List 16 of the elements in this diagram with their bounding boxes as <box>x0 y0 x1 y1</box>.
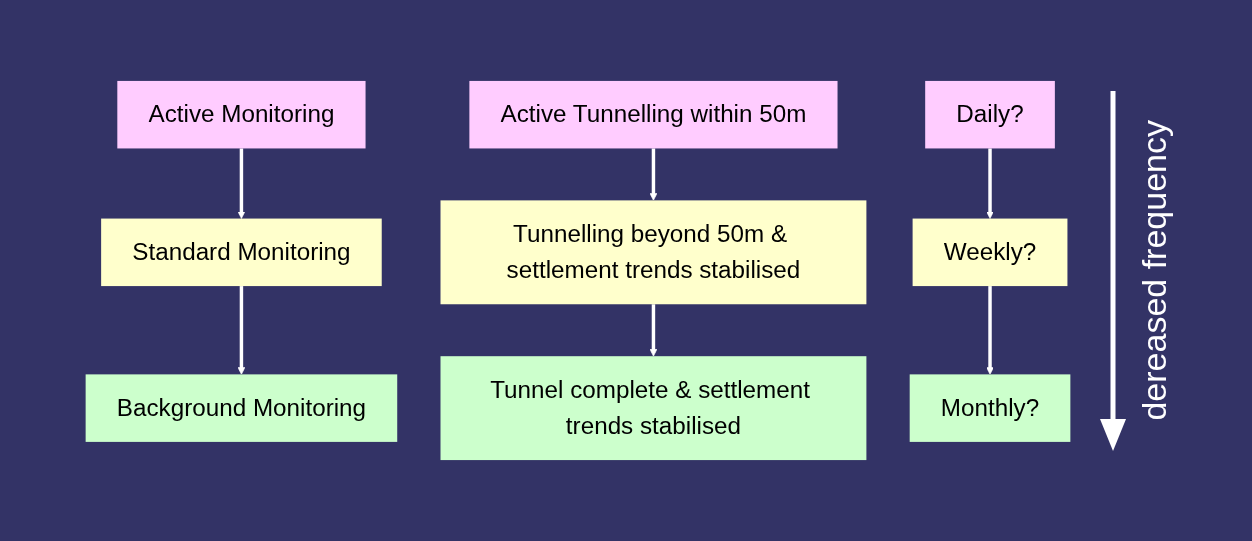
arrow <box>237 286 246 375</box>
node-box: Active Monitoring <box>117 80 366 149</box>
node-box: Tunnelling beyond 50m & settlement trends stabilised <box>440 200 867 305</box>
node-box: Monthly? <box>910 374 1071 442</box>
node-box: Daily? <box>925 80 1056 149</box>
node-box: Background Monitoring <box>85 374 398 442</box>
arrow <box>237 148 246 219</box>
node-box: Weekly? <box>912 218 1068 287</box>
arrow <box>649 304 658 357</box>
arrow <box>986 148 995 219</box>
node-box: Tunnel complete & settlement trends stabilised <box>440 356 867 461</box>
arrow <box>986 286 995 375</box>
arrow <box>649 148 658 201</box>
node-box: Standard Monitoring <box>101 218 383 287</box>
axis-label: dereased frequency <box>1136 120 1174 421</box>
node-box: Active Tunnelling within 50m <box>469 80 838 149</box>
